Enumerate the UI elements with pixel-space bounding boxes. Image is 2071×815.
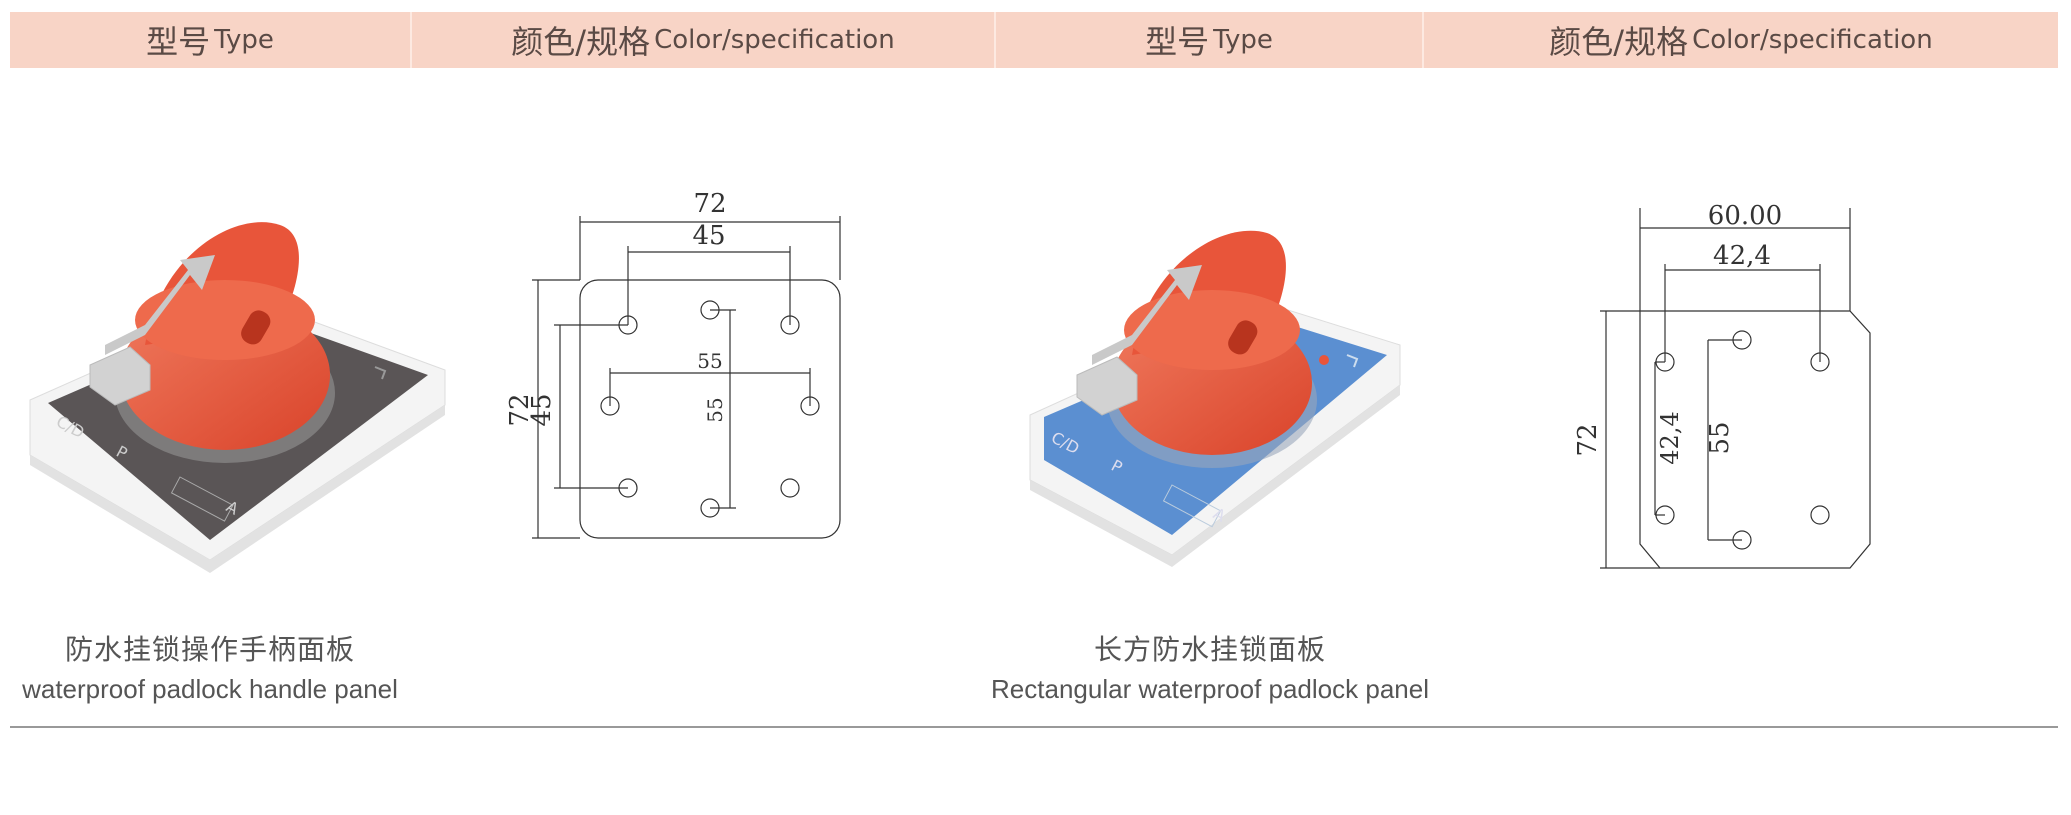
dimension-drawing-1: 72 45 72 45 55 55 [505,189,841,539]
header-spec-en: Color/specification [1692,25,1933,55]
dim-left-inner: 45 [527,393,557,426]
dim-inner-top: 42,4 [1713,241,1771,271]
header-type-1: 型号 Type [10,12,412,68]
header-type-2: 型号 Type [996,12,1424,68]
header-spec-cn: 颜色/规格 [511,23,651,61]
header-type-en: Type [214,25,274,55]
dim-left-inner: 42,4 [1656,411,1684,464]
dim-mid: 55 [697,349,722,373]
dim-left: 72 [505,393,535,426]
header-type-cn: 型号 [1145,23,1210,61]
header-spec-cn: 颜色/规格 [1549,23,1689,61]
product-name-en: waterproof padlock handle panel [22,674,398,704]
dim-top: 60.00 [1708,201,1782,231]
header-spec-2: 颜色/规格 Color/specification [1424,12,2058,68]
product-caption-2: 长方防水挂锁面板 Rectangular waterproof padlock … [960,628,1460,705]
header-spec-en: Color/specification [654,25,895,55]
header-row: 型号 Type 颜色/规格 Color/specification 型号 Typ… [10,12,2058,68]
product-caption-1: 防水挂锁操作手柄面板 waterproof padlock handle pan… [10,628,410,705]
panel-label-box [170,476,234,522]
product-image-handle-panel: C/D P A [29,222,446,573]
header-type-en: Type [1213,25,1273,55]
dim-top: 72 [693,189,726,219]
dim-vert: 55 [703,397,727,422]
header-spec-1: 颜色/规格 Color/specification [412,12,996,68]
product-name-cn: 防水挂锁操作手柄面板 [64,633,355,666]
product-image-rectangular-panel: C/D P A [1029,230,1401,567]
product-name-en: Rectangular waterproof padlock panel [991,674,1429,704]
dim-left: 72 [1573,423,1603,456]
dimension-drawing-2: 60.00 42,4 72 42,4 55 [1573,201,1871,569]
dim-inner-top: 45 [692,221,725,251]
header-type-cn: 型号 [146,23,211,61]
panel-label-box [1162,484,1222,528]
section-divider [10,726,2058,728]
product-name-cn: 长方防水挂锁面板 [1093,633,1326,666]
dim-vert: 55 [1705,421,1735,454]
